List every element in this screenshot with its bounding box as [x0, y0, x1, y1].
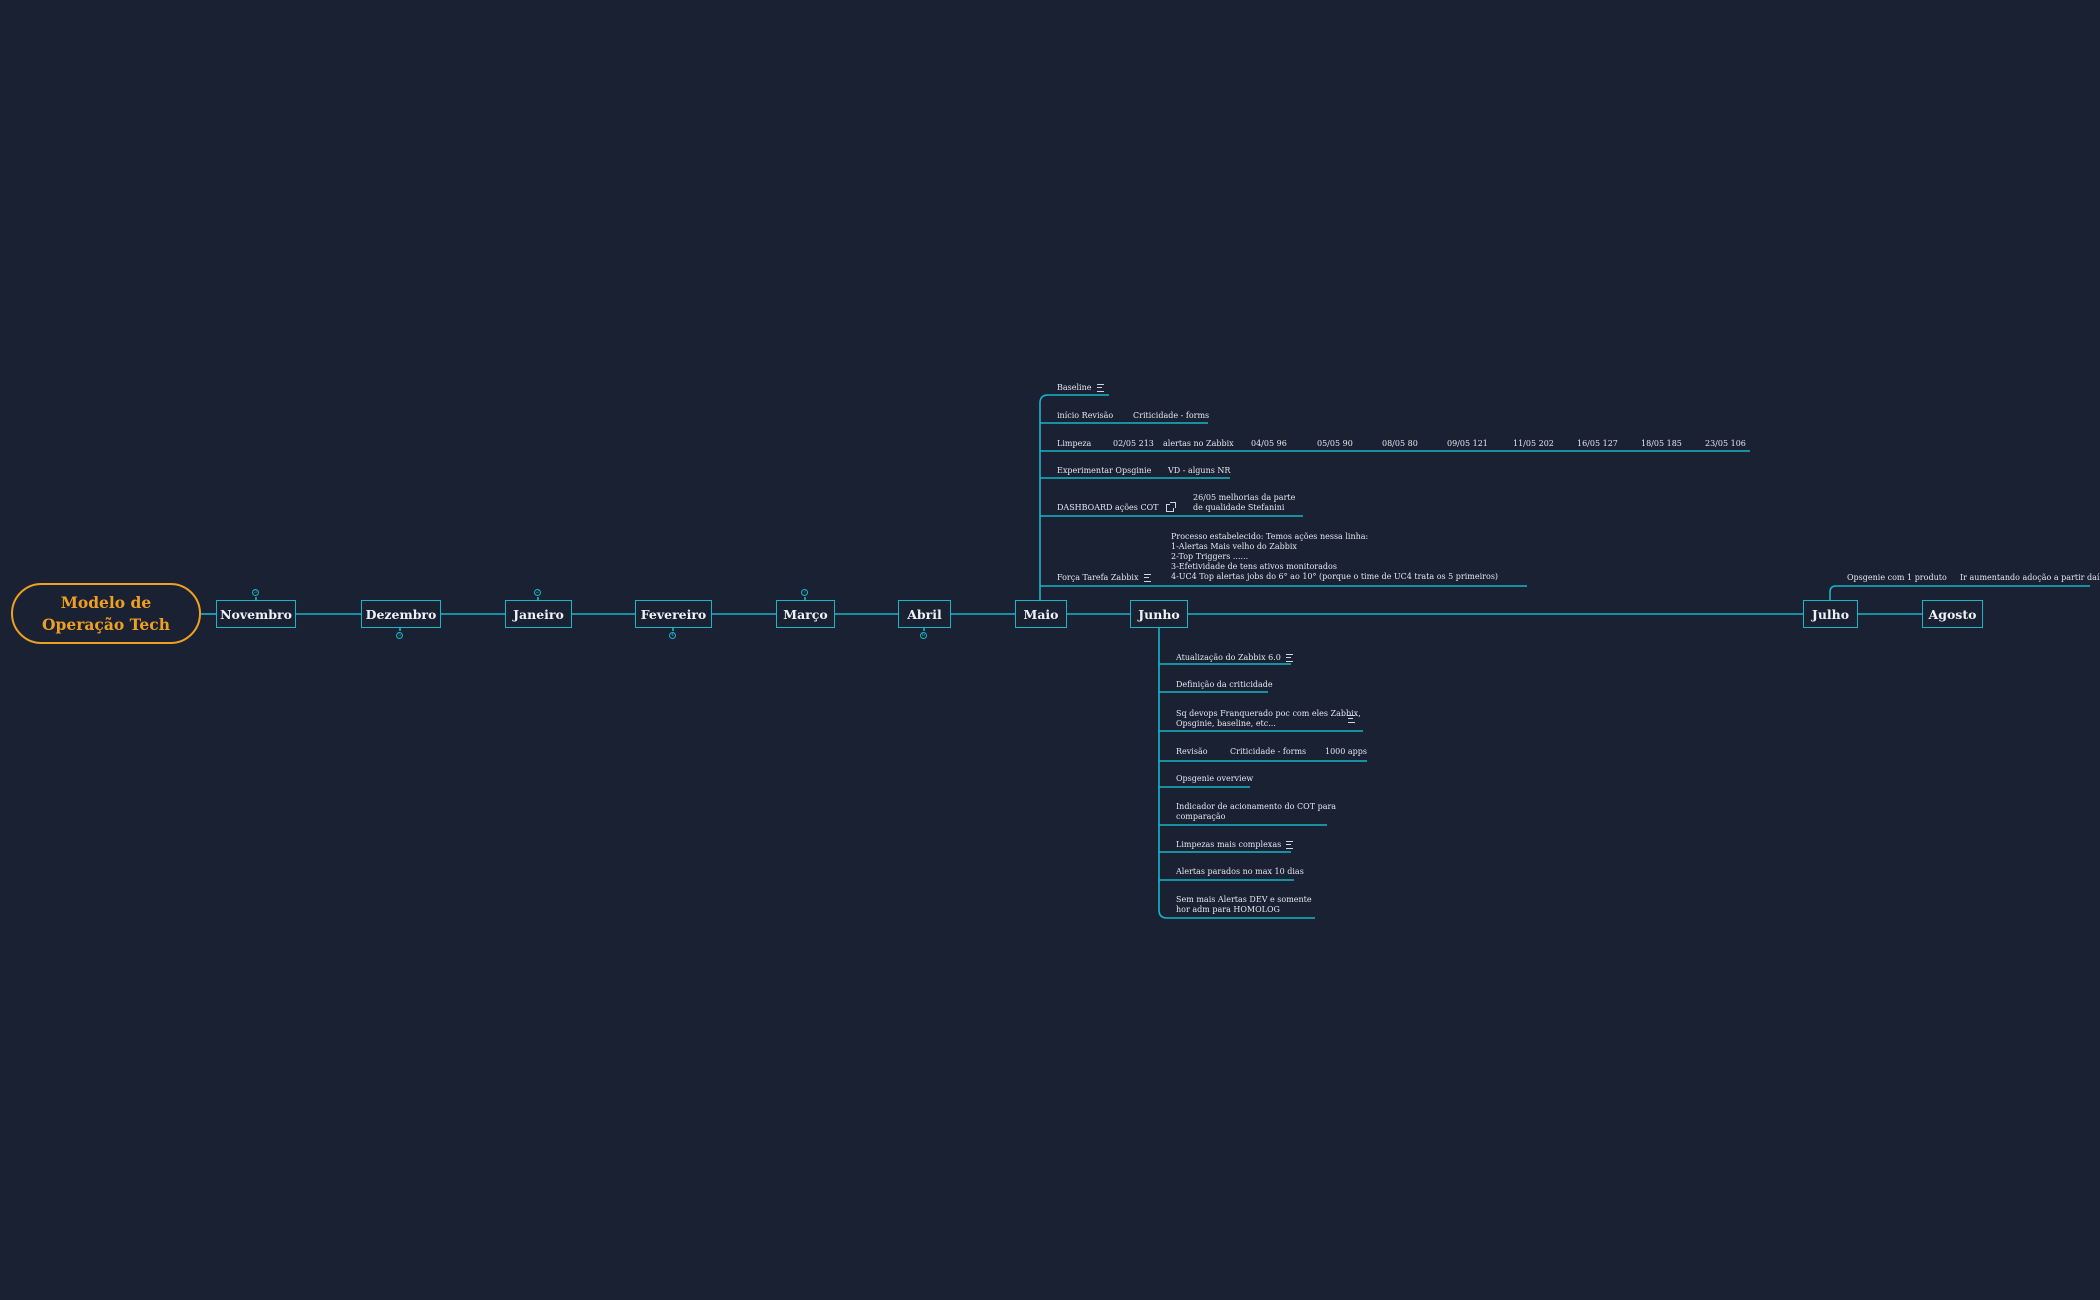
topic-adocao[interactable]: Ir aumentando adoção a partir daí — [1960, 573, 2100, 582]
limpeza-entry[interactable]: 23/05 106 — [1705, 439, 1746, 448]
external-link-icon[interactable] — [1166, 502, 1177, 512]
limpeza-entry[interactable]: 05/05 90 — [1317, 439, 1353, 448]
topic-sem-alertas-dev[interactable]: Sem mais Alertas DEV e somente hor adm p… — [1176, 895, 1312, 914]
topic-baseline[interactable]: Baseline — [1057, 383, 1104, 393]
topic-criticidade-forms[interactable]: Criticidade - forms — [1133, 411, 1210, 420]
limpeza-entry[interactable]: 16/05 127 — [1577, 439, 1618, 448]
month-fevereiro[interactable]: Fevereiro — [635, 600, 712, 628]
collapse-badge-dezembro[interactable]: 5 — [396, 632, 403, 639]
topic-limpeza[interactable]: Limpeza — [1057, 439, 1092, 448]
topic-atualizacao-zabbix[interactable]: Atualização do Zabbix 6.0 — [1176, 653, 1293, 663]
topic-indicador-acionamento[interactable]: Indicador de acionamento do COT para com… — [1176, 802, 1337, 821]
topic-inicio-revisao[interactable]: início Revisão — [1057, 411, 1114, 420]
topic-vd-alguns-nr[interactable]: VD - alguns NR — [1168, 466, 1231, 475]
topic-dashboard[interactable]: DASHBOARD ações COT — [1057, 502, 1177, 513]
topic-dashboard-note[interactable]: 26/05 melhorias da parte de qualidade St… — [1193, 493, 1296, 512]
topic-revisao-apps[interactable]: 1000 apps — [1325, 747, 1368, 756]
notes-icon[interactable] — [1348, 715, 1355, 723]
notes-icon[interactable] — [1143, 574, 1151, 582]
month-janeiro[interactable]: Janeiro — [505, 600, 572, 628]
limpeza-entry[interactable]: alertas no Zabbix — [1163, 439, 1234, 448]
month-abril[interactable]: Abril — [898, 600, 951, 628]
collapse-badge-novembro[interactable]: 5 — [252, 589, 259, 596]
month-maio[interactable]: Maio — [1015, 600, 1067, 628]
limpeza-entry[interactable]: 11/05 202 — [1513, 439, 1554, 448]
topic-alertas-parados[interactable]: Alertas parados no max 10 dias — [1176, 867, 1304, 876]
month-agosto[interactable]: Agosto — [1922, 600, 1983, 628]
limpeza-entry[interactable]: 09/05 121 — [1447, 439, 1488, 448]
notes-icon[interactable] — [1286, 841, 1294, 849]
topic-sq-devops[interactable]: Sq devops Franquerado poc com eles Zabbi… — [1176, 709, 1361, 728]
topic-limpezas-complexas[interactable]: Limpezas mais complexas — [1176, 840, 1294, 850]
topic-revisao-forms[interactable]: Criticidade - forms — [1230, 747, 1307, 756]
month-novembro[interactable]: Novembro — [216, 600, 296, 628]
limpeza-entry[interactable]: 08/05 80 — [1382, 439, 1418, 448]
root-topic[interactable]: Modelo de Operação Tech — [11, 583, 201, 644]
topic-opsgenie-produto[interactable]: Opsgenie com 1 produto — [1847, 573, 1947, 582]
topic-definicao-criticidade[interactable]: Definição da criticidade — [1176, 680, 1273, 689]
collapse-badge-fevereiro[interactable]: 4 — [669, 632, 676, 639]
notes-icon[interactable] — [1096, 384, 1104, 392]
collapse-badge-abril[interactable]: 6 — [920, 632, 927, 639]
month-marco[interactable]: Março — [776, 600, 835, 628]
collapse-badge-marco[interactable]: 7 — [801, 589, 808, 596]
topic-revisao[interactable]: Revisão — [1176, 747, 1208, 756]
limpeza-entry[interactable]: 18/05 185 — [1641, 439, 1682, 448]
month-julho[interactable]: Julho — [1803, 600, 1858, 628]
topic-processo-estabelecido[interactable]: Processo estabelecido: Temos ações nessa… — [1171, 532, 1499, 581]
month-dezembro[interactable]: Dezembro — [361, 600, 441, 628]
limpeza-entry[interactable]: 04/05 96 — [1251, 439, 1287, 448]
collapse-badge-janeiro[interactable]: 2 — [534, 589, 541, 596]
topic-forca-tarefa-zabbix[interactable]: Força Tarefa Zabbix — [1057, 573, 1151, 583]
limpeza-entry[interactable]: 02/05 213 — [1113, 439, 1154, 448]
notes-icon[interactable] — [1285, 654, 1293, 662]
month-junho[interactable]: Junho — [1130, 600, 1188, 628]
topic-opsgenie-overview[interactable]: Opsgenie overview — [1176, 774, 1254, 783]
topic-experimentar-opsginie[interactable]: Experimentar Opsginie — [1057, 466, 1152, 475]
